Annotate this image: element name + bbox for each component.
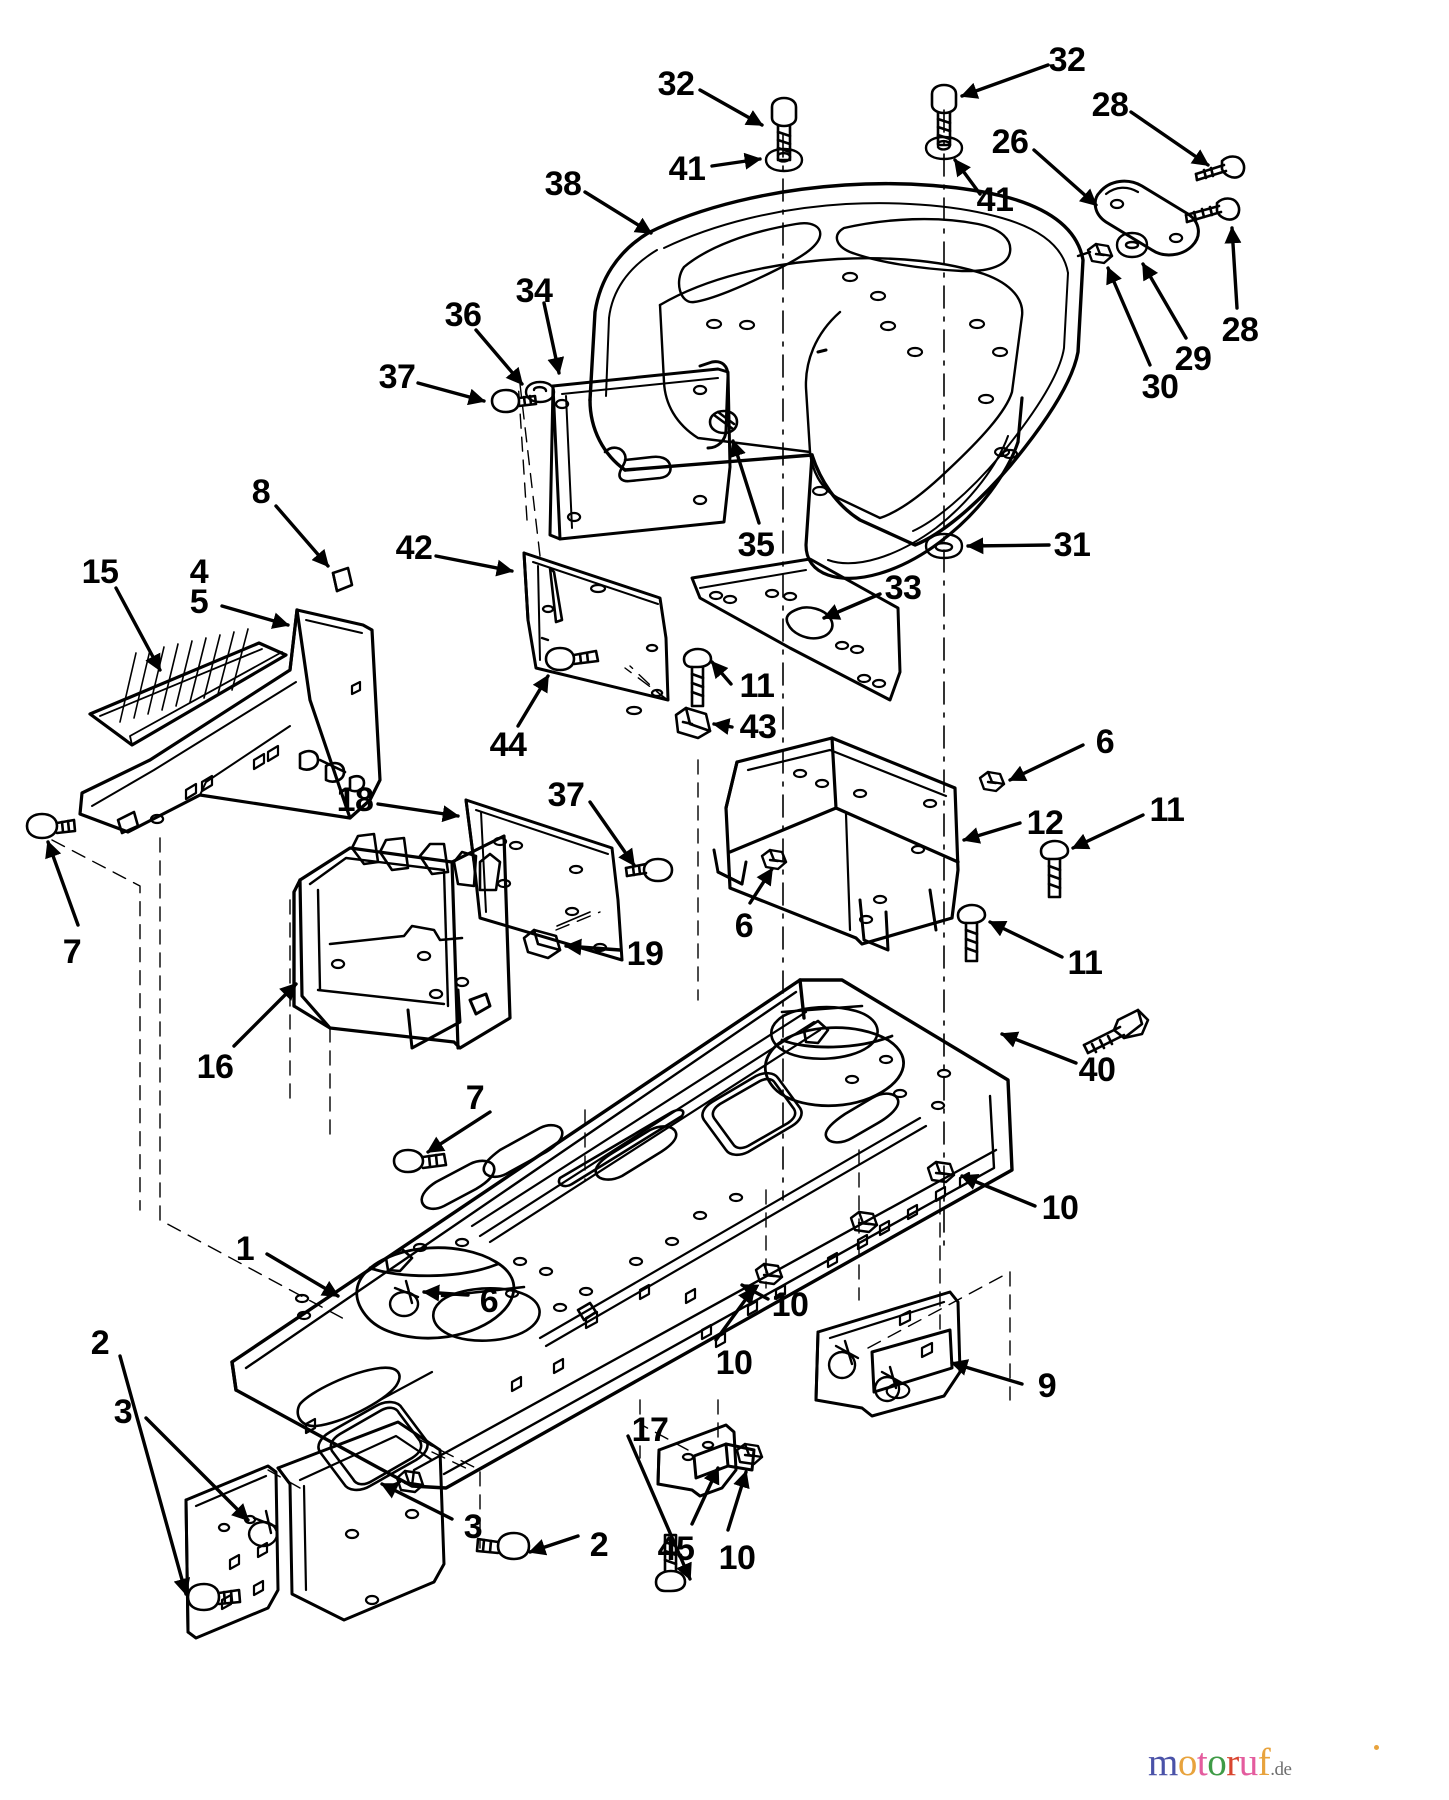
washer-31 (924, 532, 964, 560)
footrest-mat-part (88, 641, 288, 747)
watermark-suffix: .de (1270, 1759, 1292, 1780)
washer-36 (524, 380, 556, 404)
bolt-32-left (770, 96, 798, 162)
cover-plate-part (464, 798, 624, 962)
battery-box-part (292, 834, 512, 1050)
watermark-letter-m: m (1148, 1741, 1178, 1784)
bolt-6-frame (388, 1279, 420, 1318)
watermark-letter-u: u (1238, 1741, 1259, 1784)
screw-17 (654, 1533, 687, 1593)
screw-11-middle (682, 647, 713, 708)
motoruf-watermark: motoruf.de (1148, 1741, 1379, 1784)
clip-43 (674, 706, 712, 740)
watermark-letter-r: r (1226, 1741, 1239, 1784)
nut-6-left (760, 848, 788, 871)
clip-19 (522, 928, 562, 960)
screw-37-upper (490, 388, 538, 414)
watermark-dot-icon (1374, 1745, 1379, 1750)
bushing-8 (331, 566, 354, 593)
front-bracket-part (656, 1423, 756, 1498)
cross-brace-part (690, 557, 902, 702)
nut-3-left (247, 1509, 279, 1548)
bolt-2-left (186, 1582, 242, 1612)
watermark-letter-t: t (1196, 1741, 1208, 1784)
bolt-2-right (475, 1531, 531, 1561)
mount-plate-left (184, 1464, 280, 1640)
screw-11-right-upper (1039, 839, 1070, 899)
screw-7-left (25, 812, 77, 840)
locknut-10-a (926, 1160, 956, 1184)
locknut-10-c (754, 1262, 784, 1286)
screw-37-lower (624, 857, 674, 883)
hinge-link-part (1093, 179, 1200, 257)
seat-support-part (724, 736, 960, 946)
screw-28-lower (1184, 197, 1241, 224)
locknut-10-b (849, 1210, 879, 1234)
washer-41-left (764, 147, 804, 173)
nut-6-right (978, 770, 1006, 793)
washer-29 (1115, 231, 1149, 259)
washer-41-right (924, 135, 964, 161)
locknut-10-d (735, 1442, 764, 1466)
screw-35 (708, 409, 739, 435)
screw-7-lower (392, 1148, 448, 1174)
screw-44 (544, 646, 600, 672)
nut-30 (1076, 242, 1114, 265)
watermark-letter-o1: o (1177, 1741, 1198, 1784)
screw-11-right-lower (956, 903, 987, 963)
main-frame-part (230, 978, 1014, 1490)
screw-28-upper (1194, 155, 1246, 182)
footrest-bracket-part (78, 608, 382, 834)
watermark-letter-f: f (1257, 1741, 1271, 1784)
watermark-letter-o2: o (1207, 1741, 1227, 1784)
dash-panel-part (548, 367, 732, 541)
bolt-40 (1082, 1008, 1150, 1055)
hood-part (588, 181, 1085, 547)
